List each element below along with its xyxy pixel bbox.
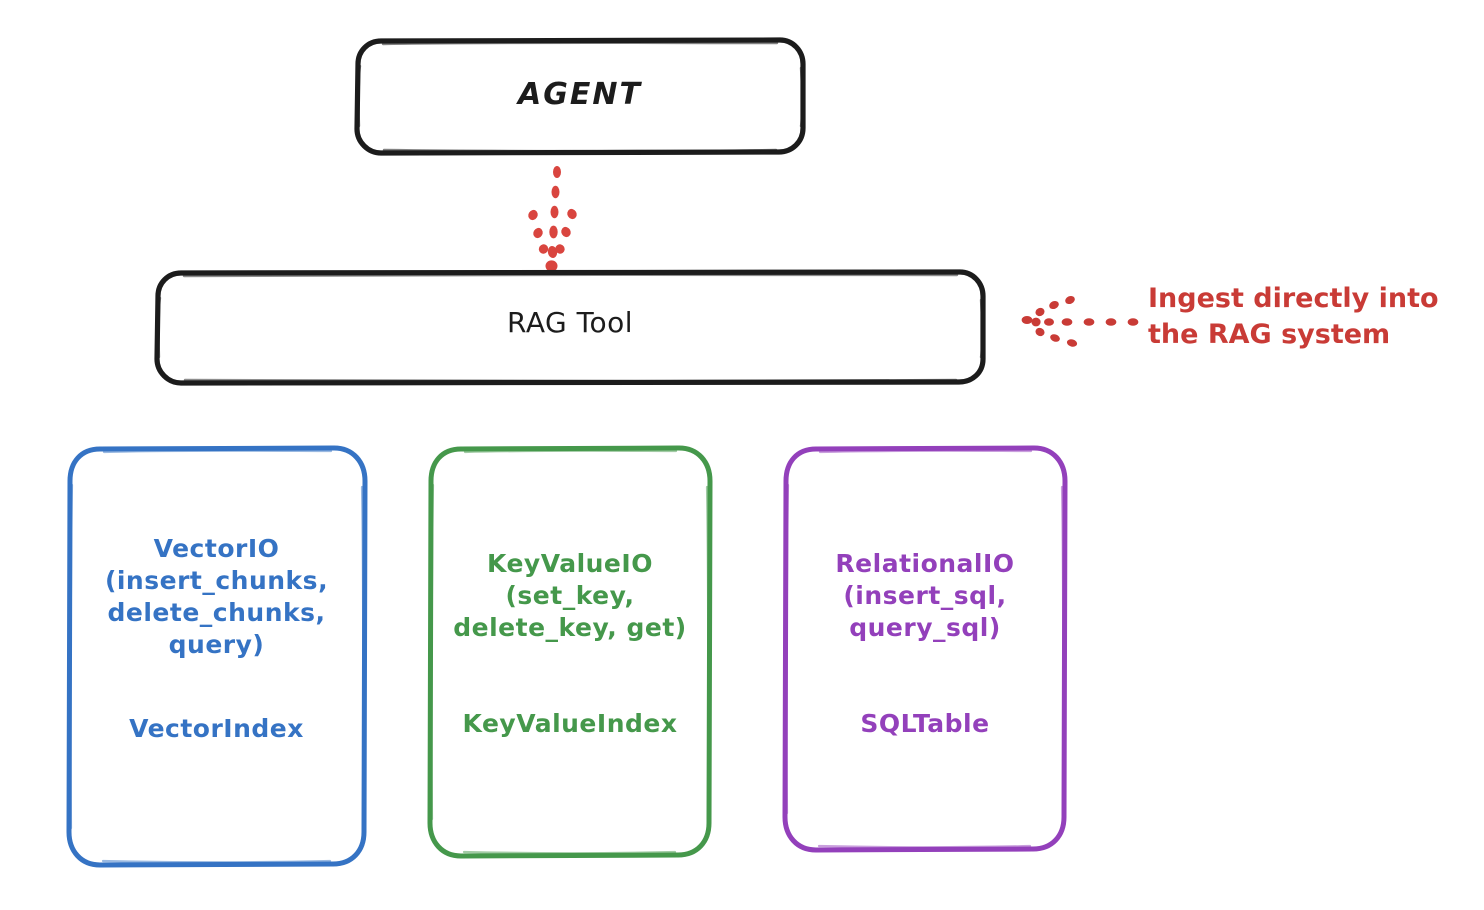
agent-label: AGENT [518, 77, 642, 112]
vector-io-index-label: VectorIndex [129, 714, 304, 743]
ingest-arrow-icon [1021, 295, 1139, 347]
key-value-io-methods-label: KeyValueIO (set_key, delete_key, get) [453, 549, 687, 642]
ingest-annotation-text: Ingest directly into the RAG system [1148, 283, 1439, 350]
vector-io-box[interactable] [66, 445, 368, 868]
rag-tool-box[interactable] [154, 269, 986, 386]
relational-io-methods-label: RelationalIO (insert_sql, query_sql) [835, 549, 1015, 642]
vector-io-box-sketch-overlay [69, 449, 365, 864]
key-value-io-box[interactable] [427, 445, 713, 859]
relational-io-box-sketch-overlay [785, 449, 1065, 849]
rag-tool-box-sketch-overlay [157, 273, 984, 383]
key-value-io-index-label: KeyValueIndex [462, 709, 678, 738]
relational-io-box[interactable] [782, 445, 1068, 853]
rag-tool-label: RAG Tool [507, 306, 633, 339]
agent-box[interactable] [354, 37, 806, 156]
relational-io-index-label: SQLTable [860, 709, 990, 738]
agent-box-sketch-overlay [357, 41, 804, 153]
vector-io-methods-label: VectorIO (insert_chunks, delete_chunks, … [104, 534, 329, 659]
key-value-io-box-sketch-overlay [430, 449, 710, 855]
agent-to-rag-connector [528, 166, 577, 272]
